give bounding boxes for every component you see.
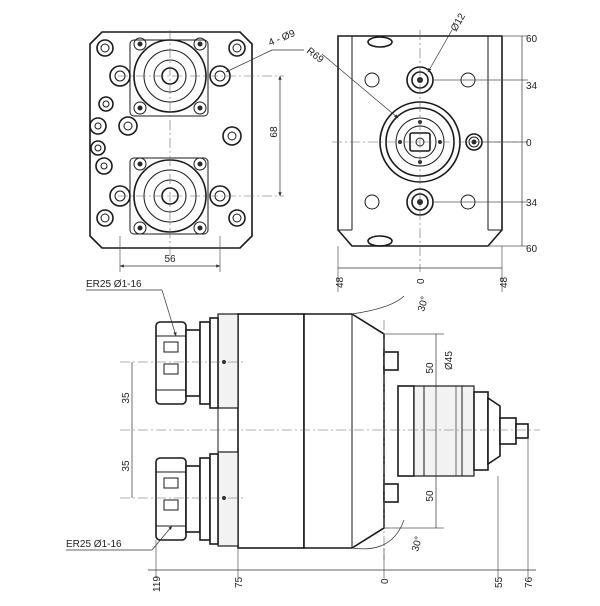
bottom-dim-0: 0 [380,578,391,584]
bottom-dim-1: 48 [335,276,346,288]
flange-plate [89,31,253,249]
main-body [237,313,305,549]
bottom-dim-76: 76 [524,576,535,588]
lower-collet [155,453,226,545]
collet-label-bottom: ER25 Ø1-16 [66,539,122,550]
bottom-dim-55: 55 [494,576,505,588]
dim-r69: R69 [304,46,326,66]
left-dim-2: 35 [121,460,132,472]
left-dim-1: 35 [121,392,132,404]
bottom-dim-3: 48 [499,276,510,288]
dim-68: 68 [269,126,280,138]
side-view: 35 35 50 50 Ø45 30° 30° ER25 Ø1-16 ER25 … [66,279,540,592]
dim-bore: Ø12 [449,11,468,33]
bottom-dim-75: 75 [234,576,245,588]
upper-collet [155,317,226,409]
right-dim-5: 60 [526,244,538,255]
angle-bottom: 30° [410,535,425,552]
side-fittings [89,96,242,175]
top-left-view: 68 56 4 - Ø9 [89,28,304,272]
right-dim-1: 60 [526,34,538,45]
dim-4-holes: 4 - Ø9 [267,28,297,49]
top-right-view: 60 34 0 34 60 48 0 48 R69 Ø12 [304,11,538,292]
right-dim-50b: 50 [425,490,436,502]
dim-56: 56 [164,254,176,265]
right-dim-3: 0 [526,138,532,149]
right-dim-50a: 50 [425,362,436,374]
shank [383,351,529,503]
dim-shank: Ø45 [444,351,455,370]
right-dim-2: 34 [526,81,538,92]
bottom-dim-2: 0 [416,278,427,284]
corner-holes [96,39,246,227]
bottom-dim-119: 119 [152,576,163,592]
collet-label-top: ER25 Ø1-16 [86,279,142,290]
right-dim-4: 34 [526,198,538,209]
angle-top: 30° [416,295,431,312]
angled-body [303,313,385,549]
